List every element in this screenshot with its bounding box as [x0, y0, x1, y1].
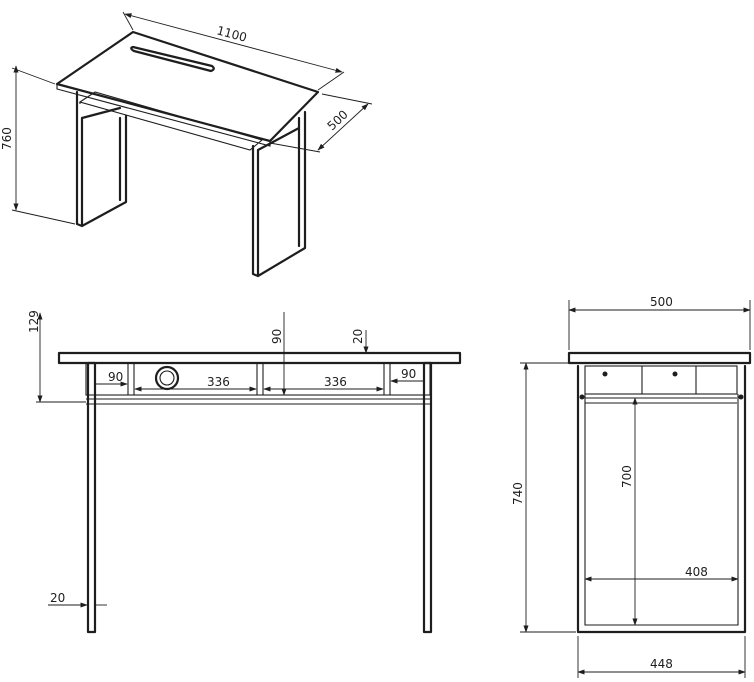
- dim-iso-height: 760: [0, 127, 14, 150]
- front-right-leg: [422, 361, 433, 634]
- fixing-icon: [738, 394, 744, 400]
- fixing-icon: [602, 371, 608, 377]
- iso-left-frame: [75, 90, 128, 228]
- dim-front-side-gap-left: 90: [108, 370, 123, 384]
- cable-grommet-icon: [154, 365, 180, 391]
- dim-front-top-offset: 129: [27, 310, 41, 333]
- dim-side-inner-height: 700: [620, 465, 634, 488]
- dim-front-frame-depth: 90: [270, 329, 284, 344]
- side-frame-inner: [584, 394, 739, 626]
- fixing-icon: [579, 394, 585, 400]
- side-tabletop: [567, 351, 752, 365]
- dim-front-side-gap-right: 90: [401, 367, 416, 381]
- front-tabletop: [57, 351, 462, 365]
- dim-iso-depth: 500: [324, 107, 350, 133]
- dim-side-inner-width: 408: [685, 565, 708, 579]
- dim-side-top-depth: 500: [650, 295, 673, 309]
- iso-shelf: [78, 91, 264, 151]
- fixing-icon: [672, 371, 678, 377]
- dim-front-top-thickness: 20: [351, 329, 365, 344]
- dim-front-bay-left: 336: [207, 375, 230, 389]
- dim-side-base-width: 448: [650, 657, 673, 671]
- iso-right-frame: [251, 110, 307, 278]
- front-left-leg: [86, 361, 97, 634]
- front-view: 129 90 20 90 336 336 90 20: [27, 310, 462, 634]
- dim-iso-width: 1100: [215, 23, 248, 44]
- iso-cable-slot: [130, 45, 215, 73]
- dim-front-bay-right: 336: [324, 375, 347, 389]
- iso-tabletop: [55, 30, 320, 143]
- dim-front-leg-width: 20: [50, 591, 65, 605]
- side-view: 500 740 700 408 448: [511, 295, 752, 678]
- dim-side-height: 740: [511, 482, 525, 505]
- isometric-view: 1100 500 760: [0, 11, 373, 278]
- side-frame-outer: [576, 364, 747, 634]
